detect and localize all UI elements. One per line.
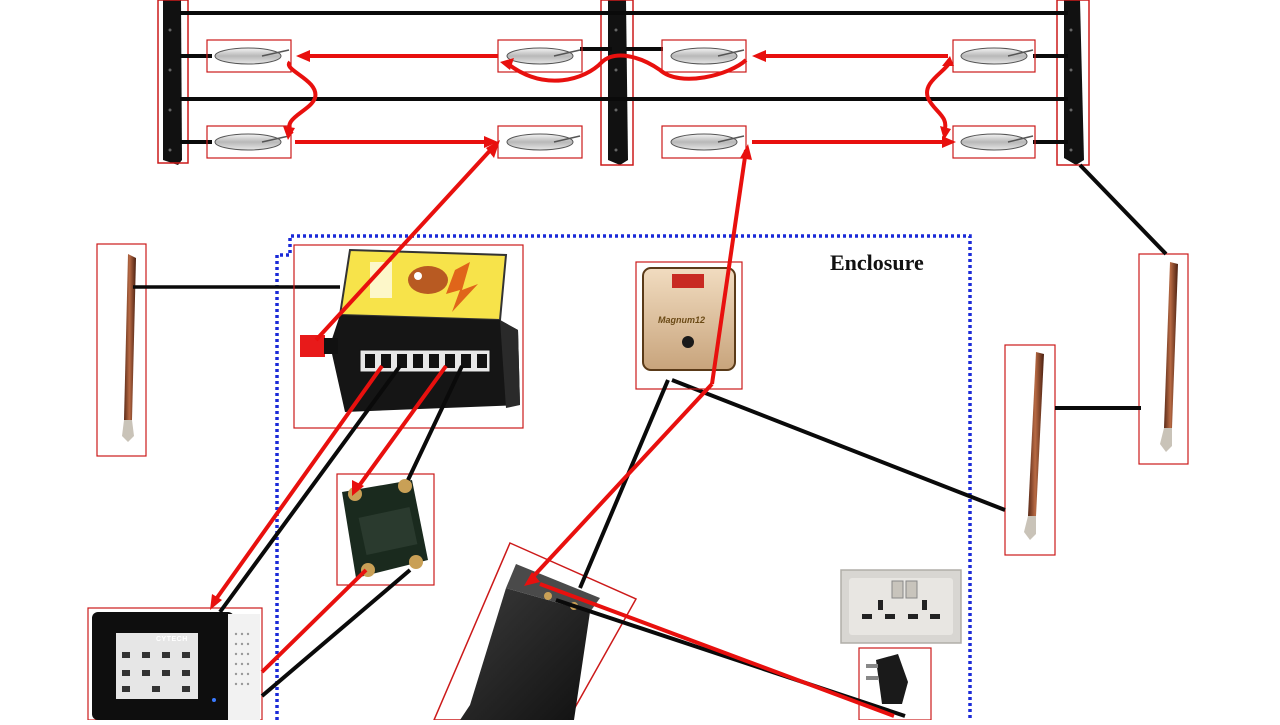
fence-post-middle: [608, 0, 628, 165]
power-adapter: [858, 647, 932, 721]
fence-neutral-wires: [180, 11, 1068, 144]
post-highlight-box: [157, 0, 189, 164]
insulator: [661, 39, 747, 73]
insulator: [952, 39, 1036, 73]
magnum-energizer: [635, 261, 743, 390]
live-wiring: [212, 142, 895, 718]
solid-state-relay: [336, 473, 435, 586]
insulator: [661, 125, 747, 159]
controller-brand-label: CYTECH: [156, 636, 188, 643]
fence-insulators: [206, 39, 1036, 159]
energizer-brand-label: Magnum12: [658, 315, 706, 325]
post-highlight-box: [1056, 0, 1090, 166]
enclosure-border: [275, 234, 972, 720]
fence-post-left: [163, 0, 182, 165]
post-highlight-box: [600, 0, 634, 166]
battery: [432, 542, 638, 721]
wall-socket: [840, 569, 962, 644]
enclosure-label: Enclosure: [830, 250, 924, 275]
ground-rod-left: [96, 243, 147, 457]
insulator: [206, 39, 292, 73]
insulator: [497, 125, 583, 159]
fence-live-wires: [286, 53, 952, 144]
insulator: [952, 125, 1036, 159]
ground-rod-right-2: [1004, 344, 1056, 556]
fence-post-right: [1064, 0, 1084, 165]
ground-wires-right: [671, 163, 1168, 512]
live-wiring-arrowheads: [210, 140, 752, 610]
wire-arrowheads: [283, 50, 956, 148]
relay-control-box: [293, 244, 524, 429]
ground-rod-right-1: [1138, 253, 1189, 465]
insulator: [206, 125, 292, 159]
cytech-controller: [87, 607, 263, 721]
